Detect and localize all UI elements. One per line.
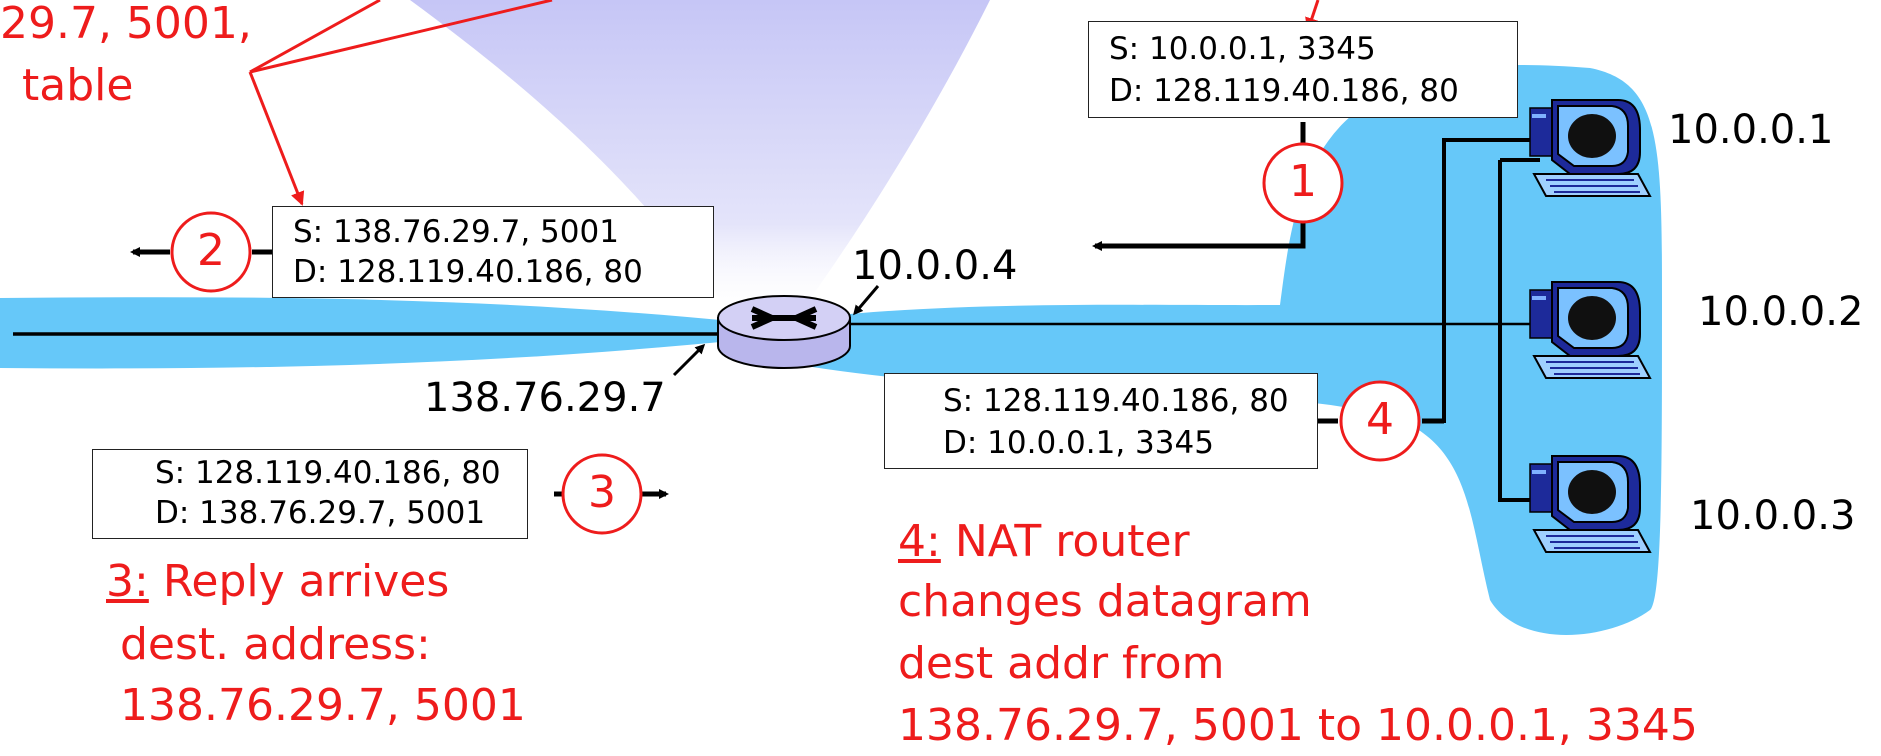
- packet-1-destination: D: 128.119.40.186, 80: [1109, 73, 1459, 109]
- packet-3-destination: D: 138.76.29.7, 5001: [155, 495, 486, 531]
- packet-4-source: S: 128.119.40.186, 80: [943, 383, 1289, 419]
- packet-3-header: S: 128.119.40.186, 80 D: 138.76.29.7, 50…: [92, 449, 528, 539]
- step-1-circle: [1262, 142, 1344, 224]
- router-external-address: 138.76.29.7: [424, 375, 666, 421]
- host-3-address: 10.0.0.3: [1690, 493, 1856, 539]
- step-4-circle: [1339, 380, 1421, 462]
- packet-3-source: S: 128.119.40.186, 80: [155, 455, 501, 491]
- note-4-line-3: dest addr from: [898, 638, 1225, 689]
- computer-icon: [1529, 281, 1652, 379]
- computer-icon: [1529, 455, 1652, 553]
- step-1-label: 1: [1289, 156, 1317, 207]
- note-3-text: Reply arrives: [148, 556, 450, 607]
- note-3-line-2: dest. address:: [120, 619, 431, 670]
- step-4-label: 4: [1366, 394, 1394, 445]
- host-2-address: 10.0.0.2: [1698, 289, 1864, 335]
- note-4-text: NAT router: [940, 516, 1190, 567]
- packet-2-source: S: 138.76.29.7, 5001: [293, 214, 619, 250]
- top-note-line-2: table: [22, 60, 134, 111]
- note-3-line-3: 138.76.29.7, 5001: [120, 680, 526, 731]
- packet-4-destination: D: 10.0.0.1, 3345: [943, 425, 1214, 461]
- router-internal-address: 10.0.0.4: [852, 243, 1018, 289]
- step-3-label: 3: [588, 467, 616, 518]
- step-2-label: 2: [197, 225, 225, 276]
- packet-4-header: S: 128.119.40.186, 80 D: 10.0.0.1, 3345: [884, 373, 1318, 469]
- internet-cloud: [410, 0, 990, 320]
- note-4-number: 4:: [898, 516, 941, 567]
- note-4-line-4: 138.76.29.7, 5001 to 10.0.0.1, 3345: [898, 700, 1698, 751]
- note-3-number: 3:: [106, 556, 149, 607]
- step-3-circle: [561, 453, 643, 535]
- lan-shape: [730, 65, 1662, 635]
- step-2-circle: [170, 211, 252, 293]
- note-3-line-1: 3: Reply arrives: [106, 560, 449, 604]
- note-4-line-2: changes datagram: [898, 576, 1312, 627]
- packet-1-source: S: 10.0.0.1, 3345: [1109, 31, 1376, 67]
- packet-2-header: S: 138.76.29.7, 5001 D: 128.119.40.186, …: [272, 206, 714, 298]
- packet-2-destination: D: 128.119.40.186, 80: [293, 254, 643, 290]
- top-note-line-1: 29.7, 5001,: [0, 0, 252, 49]
- packet-1-header: S: 10.0.0.1, 3345 D: 128.119.40.186, 80: [1088, 21, 1518, 118]
- note-4-line-1: 4: NAT router: [898, 520, 1190, 564]
- computer-icon: [1529, 99, 1652, 197]
- host-1-address: 10.0.0.1: [1668, 107, 1834, 153]
- router-icon: [717, 295, 851, 369]
